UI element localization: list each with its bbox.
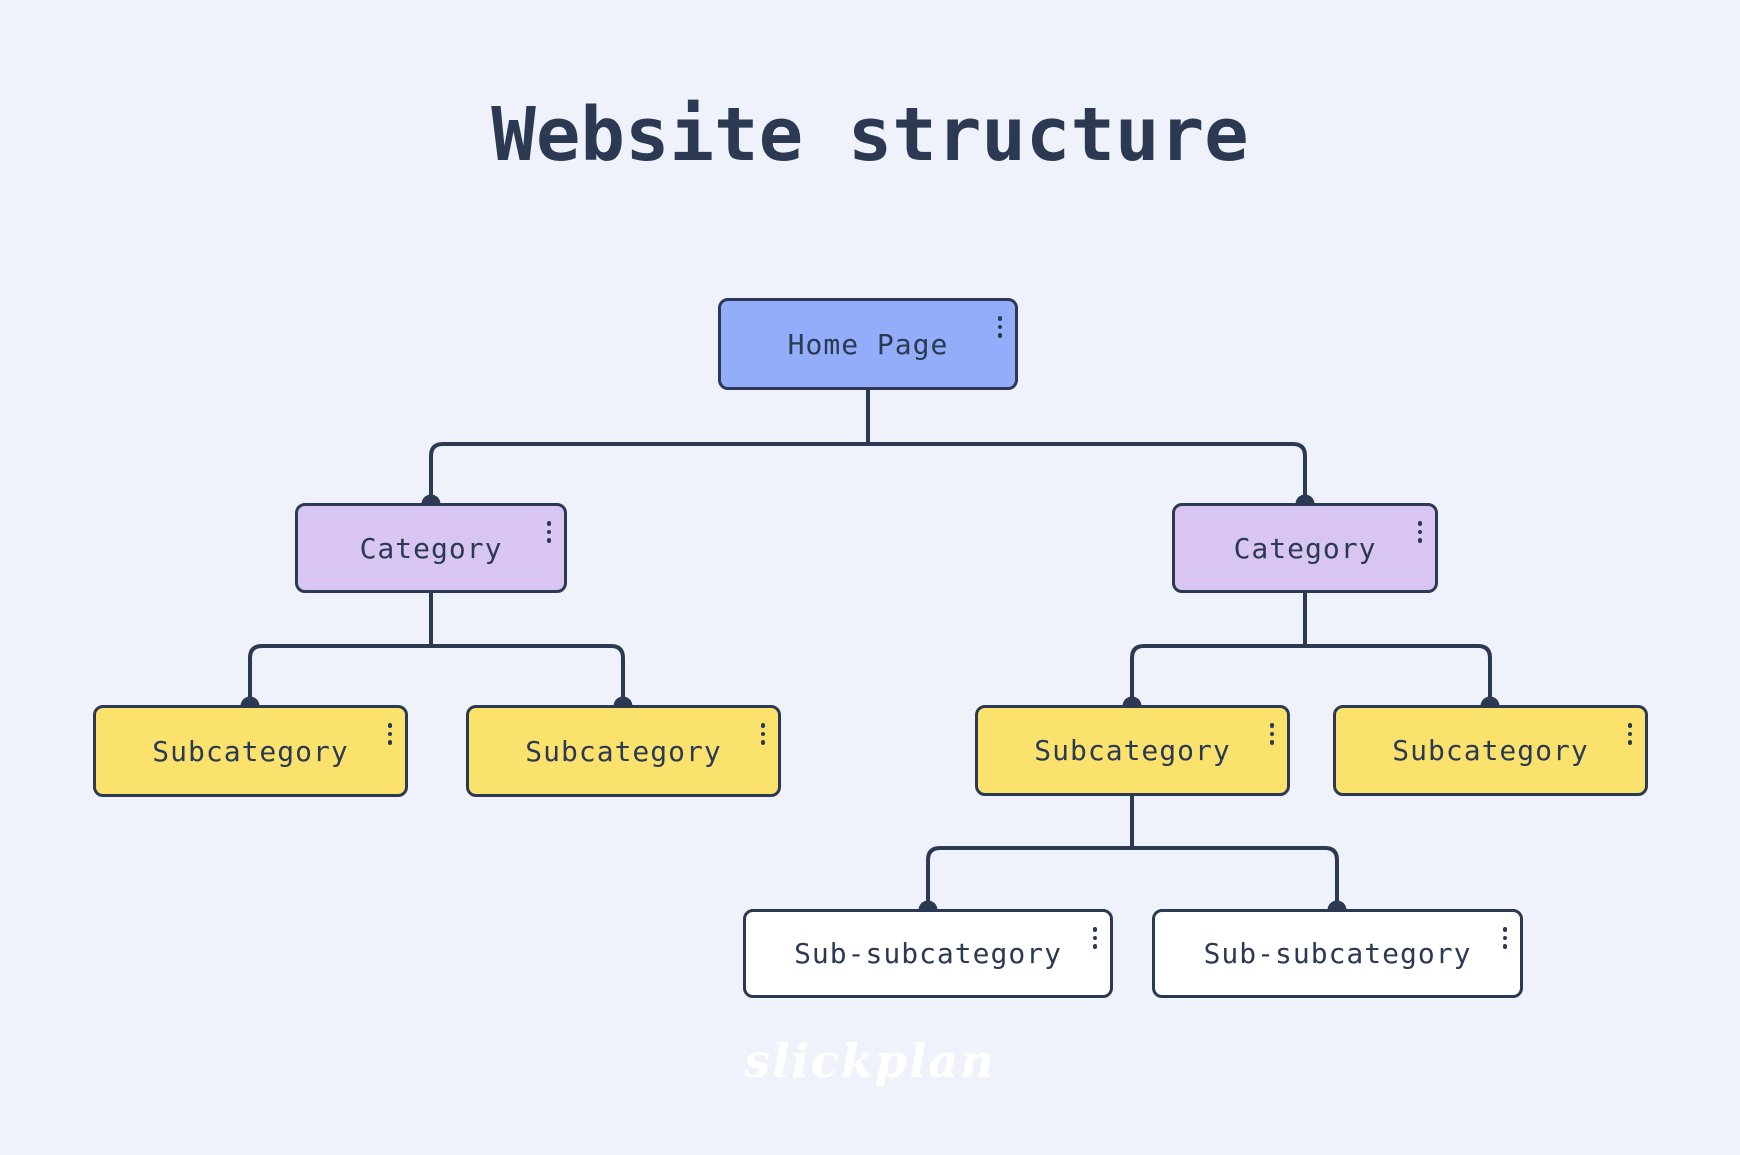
- node-label: Subcategory: [525, 734, 722, 768]
- node-category-right[interactable]: Category: [1172, 503, 1438, 593]
- kebab-menu-icon[interactable]: [1501, 925, 1510, 951]
- kebab-menu-icon[interactable]: [545, 519, 554, 545]
- kebab-menu-icon[interactable]: [1091, 925, 1100, 951]
- kebab-menu-icon[interactable]: [996, 314, 1005, 340]
- node-label: Subcategory: [1392, 734, 1589, 767]
- node-category-left[interactable]: Category: [295, 503, 567, 593]
- node-label: Subcategory: [1034, 734, 1231, 767]
- node-label: Sub-subcategory: [1203, 937, 1472, 970]
- diagram-title: Website structure: [491, 92, 1249, 178]
- kebab-menu-icon[interactable]: [1626, 721, 1635, 747]
- node-label: Category: [1233, 531, 1377, 565]
- node-sub-subcategory-1[interactable]: Sub-subcategory: [743, 909, 1113, 998]
- node-label: Subcategory: [152, 734, 349, 768]
- node-subcategory-1[interactable]: Subcategory: [93, 705, 408, 797]
- node-label: Home Page: [787, 327, 949, 361]
- node-sub-subcategory-2[interactable]: Sub-subcategory: [1152, 909, 1523, 998]
- kebab-menu-icon[interactable]: [1268, 721, 1277, 747]
- node-label: Sub-subcategory: [794, 937, 1062, 970]
- slickplan-logo: slickplan: [744, 1034, 996, 1088]
- kebab-menu-icon[interactable]: [1416, 519, 1425, 545]
- node-subcategory-4[interactable]: Subcategory: [1333, 705, 1648, 796]
- node-subcategory-2[interactable]: Subcategory: [466, 705, 781, 797]
- kebab-menu-icon[interactable]: [759, 721, 768, 747]
- kebab-menu-icon[interactable]: [386, 721, 395, 747]
- node-home-page[interactable]: Home Page: [718, 298, 1018, 390]
- node-subcategory-3[interactable]: Subcategory: [975, 705, 1290, 796]
- node-label: Category: [359, 531, 503, 565]
